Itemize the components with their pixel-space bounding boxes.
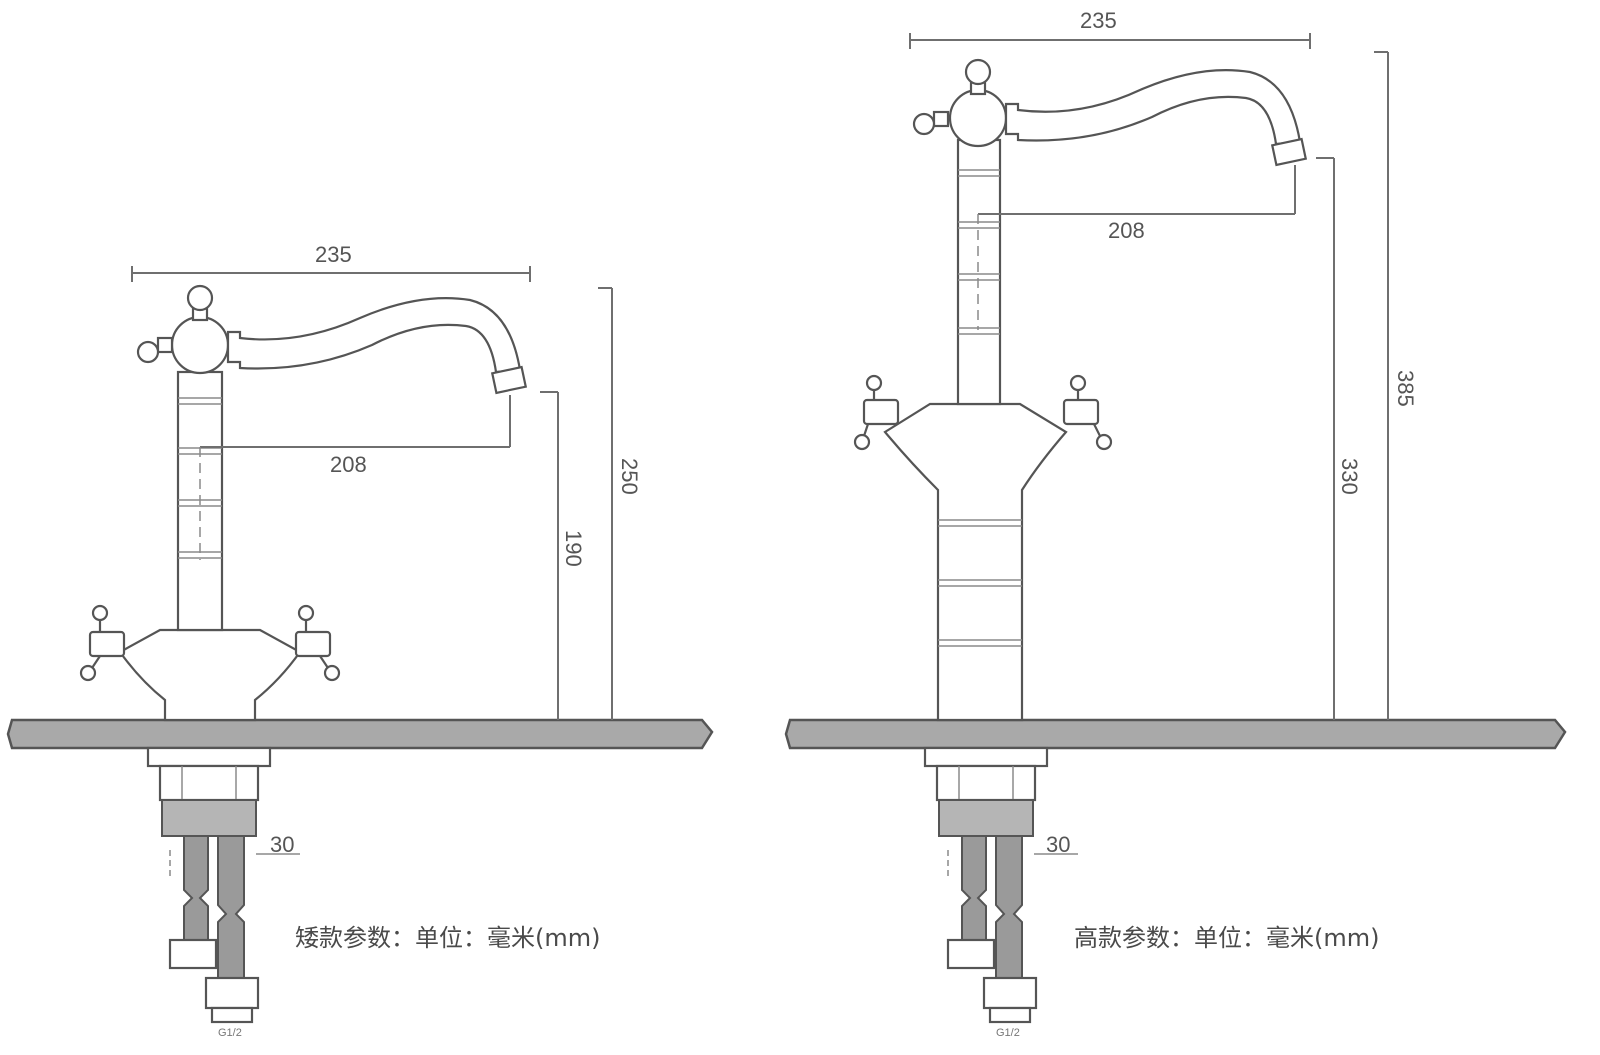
high-right-cross-handle [1062,374,1113,451]
high-dim-thread: 30 [1046,832,1070,857]
low-dim-connector: G1/2 [218,1027,242,1039]
high-fitting-right [982,976,1038,1010]
low-faucet-drawing [6,284,714,1024]
low-mount-nut [146,746,272,768]
low-hose-left [183,835,209,941]
low-seal [161,799,257,837]
high-fitting-left [946,938,996,970]
high-dim-connector: G1/2 [996,1027,1020,1039]
high-side-knob [912,112,936,136]
low-valve-head [170,315,230,375]
high-spout [1004,69,1302,146]
high-dim-spout-reach: 208 [1108,218,1145,243]
low-fitting-right [204,976,260,1010]
low-caption: 矮款参数：单位：毫米(mm) [295,924,600,952]
high-valve-head [948,88,1008,148]
low-countertop [6,718,714,750]
high-dim-total-height: 385 [1393,370,1418,407]
low-dim-spout-width: 235 [315,242,352,267]
low-side-knob [136,340,160,364]
low-base-body [118,628,302,722]
high-hose-left [961,835,987,941]
low-aerator [490,365,528,395]
low-fitting-left [168,938,218,970]
high-column-rings [958,169,1000,335]
high-aerator [1270,137,1308,167]
low-right-cross-handle [294,604,341,682]
high-dim-outlet-height: 330 [1337,458,1362,495]
high-faucet-drawing [784,58,1567,1024]
low-dim-spout-reach: 208 [330,452,367,477]
high-hose-right [995,835,1023,979]
high-dimension-lines [909,33,1389,880]
high-base-body [883,402,1068,722]
high-dim-spout-width: 235 [1080,8,1117,33]
low-hose-right [217,835,245,979]
high-countertop [784,718,1567,750]
low-spout [226,297,522,374]
high-column [956,138,1002,406]
high-seal [938,799,1034,837]
low-left-cross-handle [79,604,126,682]
low-dim-outlet-height: 190 [561,530,586,567]
high-caption: 高款参数：单位：毫米(mm) [1074,924,1379,952]
high-left-cross-handle [853,374,900,451]
low-top-knob [186,284,214,312]
high-mount-nut [923,746,1049,768]
high-base-rings [938,519,1022,647]
low-dim-total-height: 250 [617,458,642,495]
high-top-knob [964,58,992,86]
low-dim-thread: 30 [270,832,294,857]
low-dimension-lines [131,266,613,880]
